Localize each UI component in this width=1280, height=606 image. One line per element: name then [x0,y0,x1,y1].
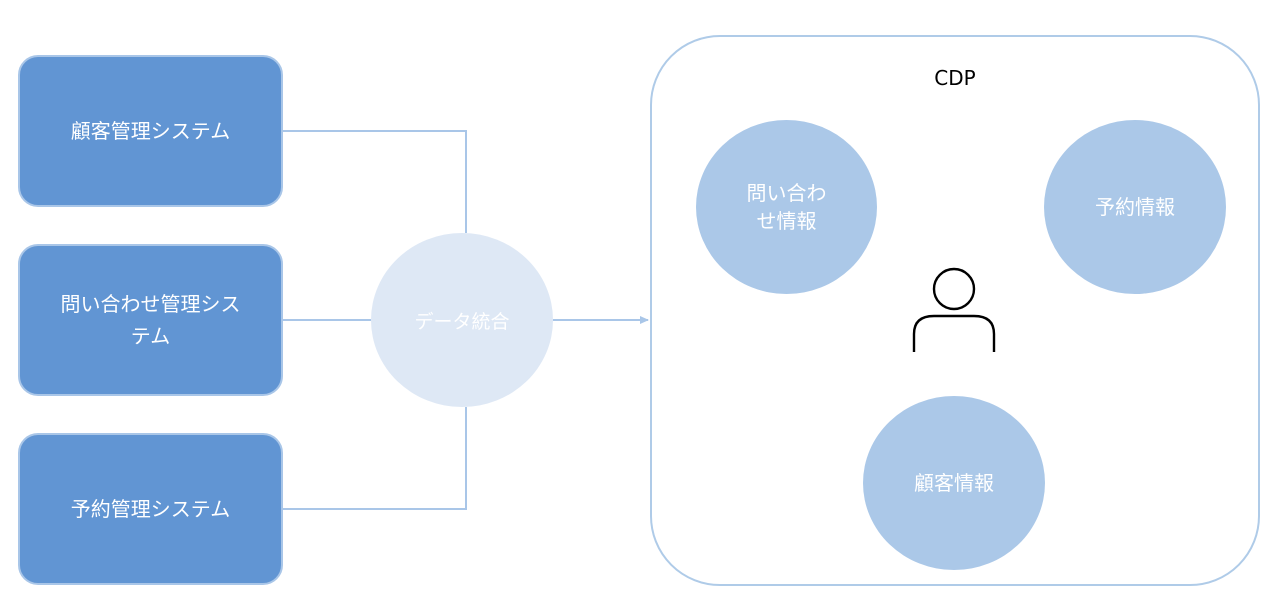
source-system-reservation: 予約管理システム [18,433,283,585]
source-system-label: 顧客管理システム [70,119,231,143]
data-integration-label: データ統合 [414,310,510,333]
cdp-item-label: 顧客情報 [914,471,994,495]
source-system-label: 予約管理システム [70,497,231,521]
cdp-item-label: 問い合わせ情報 [746,181,827,233]
connector-reservation [283,407,467,510]
source-system-inquiry: 問い合わせ管理システム [18,244,283,396]
person-icon [912,267,996,352]
cdp-item-inquiry-info: 問い合わせ情報 [696,120,877,294]
cdp-item-customer-info: 顧客情報 [863,396,1045,570]
cdp-title: CDP [934,66,976,90]
cdp-container [650,35,1260,586]
connector-crm [283,130,467,233]
cdp-item-reservation-info: 予約情報 [1044,120,1226,294]
source-system-label: 問い合わせ管理システム [60,292,241,348]
source-system-crm: 顧客管理システム [18,55,283,207]
cdp-item-label: 予約情報 [1095,195,1175,219]
data-integration-node: データ統合 [371,233,553,407]
